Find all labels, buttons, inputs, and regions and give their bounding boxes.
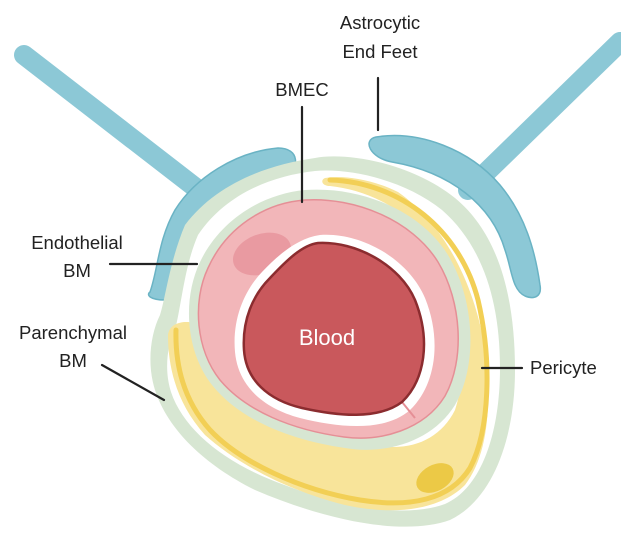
pericyte-label: Pericyte [530, 357, 597, 378]
astrocytic-label-line1: Astrocytic [340, 12, 420, 33]
parenchymal-label-line2: BM [59, 350, 87, 371]
bmec-label: BMEC [275, 79, 328, 100]
astrocytic-label-line2: End Feet [342, 41, 417, 62]
blood-label: Blood [299, 325, 355, 350]
endothelial-label-line1: Endothelial [31, 232, 123, 253]
endothelial-label-line2: BM [63, 260, 91, 281]
parenchymal-label-line1: Parenchymal [19, 322, 127, 343]
